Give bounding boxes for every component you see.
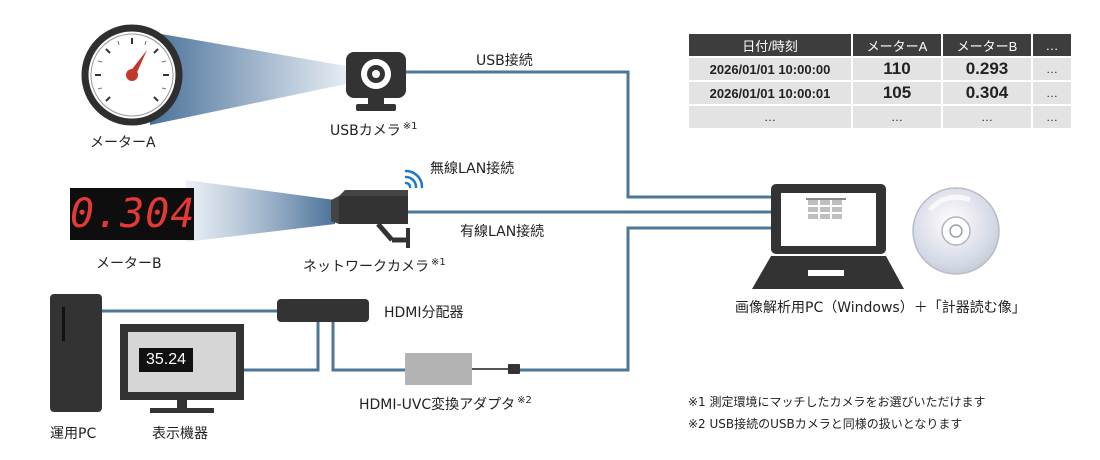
usb-camera-note: ※1 xyxy=(402,121,418,133)
splitter-to-display-line xyxy=(244,322,320,372)
hdmi-uvc-name: HDMI-UVC変換アダプタ xyxy=(359,397,516,413)
hdmi-uvc-label: HDMI-UVC変換アダプタ※2 xyxy=(359,394,532,414)
software-disc-icon xyxy=(912,187,1000,275)
table-row: 2026/01/01 10:00:00 110 0.293 … xyxy=(689,58,1071,80)
table-header-row: 日付/時刻 メーターA メーターB … xyxy=(689,34,1071,56)
readings-table: 日付/時刻 メーターA メーターB … 2026/01/01 10:00:00 … xyxy=(687,32,1073,130)
usb-camera-label: USBカメラ※1 xyxy=(330,120,418,140)
cell-meter-a: … xyxy=(853,106,941,128)
footnote-1: ※1 測定環境にマッチしたカメラをお選びいただけます xyxy=(688,395,986,409)
operation-pc-label: 運用PC xyxy=(50,426,97,442)
meter-b-digital-display: 0.304 xyxy=(70,188,194,240)
hdmi-uvc-note: ※2 xyxy=(517,395,532,407)
mini-table-icon xyxy=(808,200,842,219)
display-device-label: 表示機器 xyxy=(152,426,208,442)
table-row: … … … … xyxy=(689,106,1071,128)
header-meter-b: メーターB xyxy=(943,34,1031,56)
hdmi-splitter-box xyxy=(277,299,369,322)
header-more: … xyxy=(1033,34,1071,56)
operation-pc-tower xyxy=(50,294,102,412)
splitter-to-uvc-line xyxy=(331,322,405,372)
network-camera-icon xyxy=(331,190,410,248)
network-camera-note: ※1 xyxy=(431,257,446,269)
usb-camera-icon xyxy=(346,52,406,111)
display-screen-value: 35.24 xyxy=(139,348,193,372)
hdmi-uvc-adapter-icon xyxy=(405,353,520,385)
network-camera-name: ネットワークカメラ xyxy=(303,259,429,275)
cell-datetime: 2026/01/01 10:00:00 xyxy=(689,58,851,80)
cell-more: … xyxy=(1033,58,1071,80)
usb-line xyxy=(406,70,771,199)
analysis-pc-label: 画像解析用PC（Windows）＋「計器読む像」 xyxy=(735,300,1026,316)
header-meter-a: メーターA xyxy=(853,34,941,56)
cell-meter-b: 0.304 xyxy=(943,82,1031,104)
uvc-to-pc-line xyxy=(520,226,771,372)
camera-view-beam-a xyxy=(150,32,346,125)
camera-view-beam-b xyxy=(186,180,335,242)
wireless-lan-label: 無線LAN接続 xyxy=(430,161,515,177)
meter-b-label: メーターB xyxy=(96,256,162,272)
meter-a-gauge xyxy=(81,24,183,126)
cell-meter-b: 0.293 xyxy=(943,58,1031,80)
cell-meter-a: 110 xyxy=(853,58,941,80)
network-camera-label: ネットワークカメラ※1 xyxy=(303,256,446,276)
usb-camera-name: USBカメラ xyxy=(330,123,401,139)
header-datetime: 日付/時刻 xyxy=(689,34,851,56)
cell-datetime: 2026/01/01 10:00:01 xyxy=(689,82,851,104)
connection-lines xyxy=(100,70,771,372)
table-row: 2026/01/01 10:00:01 105 0.304 … xyxy=(689,82,1071,104)
meter-a-label: メーターA xyxy=(90,135,156,151)
footnote-2: ※2 USB接続のUSBカメラと同様の扱いとなります xyxy=(688,417,963,431)
cell-meter-b: … xyxy=(943,106,1031,128)
cell-more: … xyxy=(1033,82,1071,104)
cell-meter-a: 105 xyxy=(853,82,941,104)
cell-more: … xyxy=(1033,106,1071,128)
analysis-laptop-icon xyxy=(752,184,904,289)
wired-lan-label: 有線LAN接続 xyxy=(460,224,545,240)
cell-datetime: … xyxy=(689,106,851,128)
usb-connection-label: USB接続 xyxy=(476,53,533,69)
hdmi-splitter-label: HDMI分配器 xyxy=(384,305,464,321)
wifi-icon xyxy=(404,169,424,189)
